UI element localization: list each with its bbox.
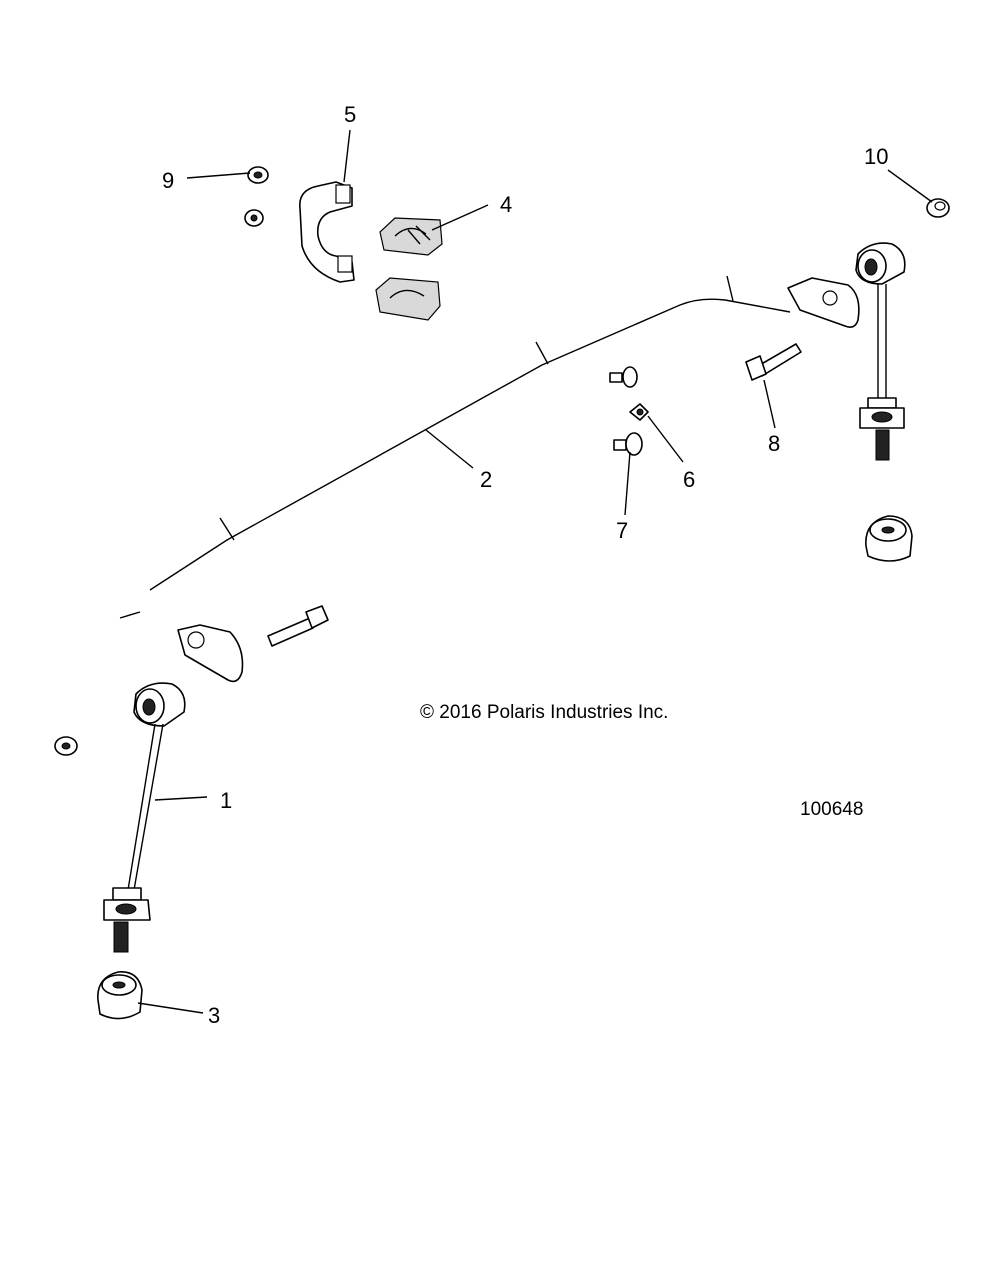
callout-3: 3	[208, 1003, 220, 1028]
bolt-left	[267, 605, 329, 647]
rivet-lower	[613, 432, 643, 456]
callout-6: 6	[683, 467, 695, 492]
nut-right	[926, 198, 950, 218]
callout-4: 4	[500, 192, 512, 217]
diagram-id: 100648	[800, 799, 863, 820]
callout-10: 10	[864, 144, 888, 169]
callout-8: 8	[768, 431, 780, 456]
callout-9: 9	[162, 168, 174, 193]
bolt-right	[745, 343, 802, 381]
flange-nut-left	[54, 736, 78, 756]
callout-1: 1	[220, 788, 232, 813]
bushing-lower	[375, 277, 441, 321]
clip-6	[629, 403, 649, 421]
bottom-left-nut	[97, 971, 143, 1020]
left-end-link	[103, 682, 186, 953]
flange-nut-upper	[247, 166, 269, 184]
leader-lines	[137, 129, 933, 1014]
bushing-upper	[379, 217, 443, 256]
rivet-upper	[609, 366, 638, 388]
clamp-bracket	[299, 181, 355, 283]
callout-5: 5	[344, 102, 356, 127]
copyright-text: © 2016 Polaris Industries Inc.	[420, 702, 668, 723]
callout-2: 2	[480, 467, 492, 492]
bottom-right-nut	[865, 515, 913, 562]
callout-7: 7	[616, 518, 628, 543]
stabilizer-bar	[116, 275, 860, 683]
right-end-link	[855, 242, 906, 461]
flange-nut-lower	[244, 209, 264, 227]
